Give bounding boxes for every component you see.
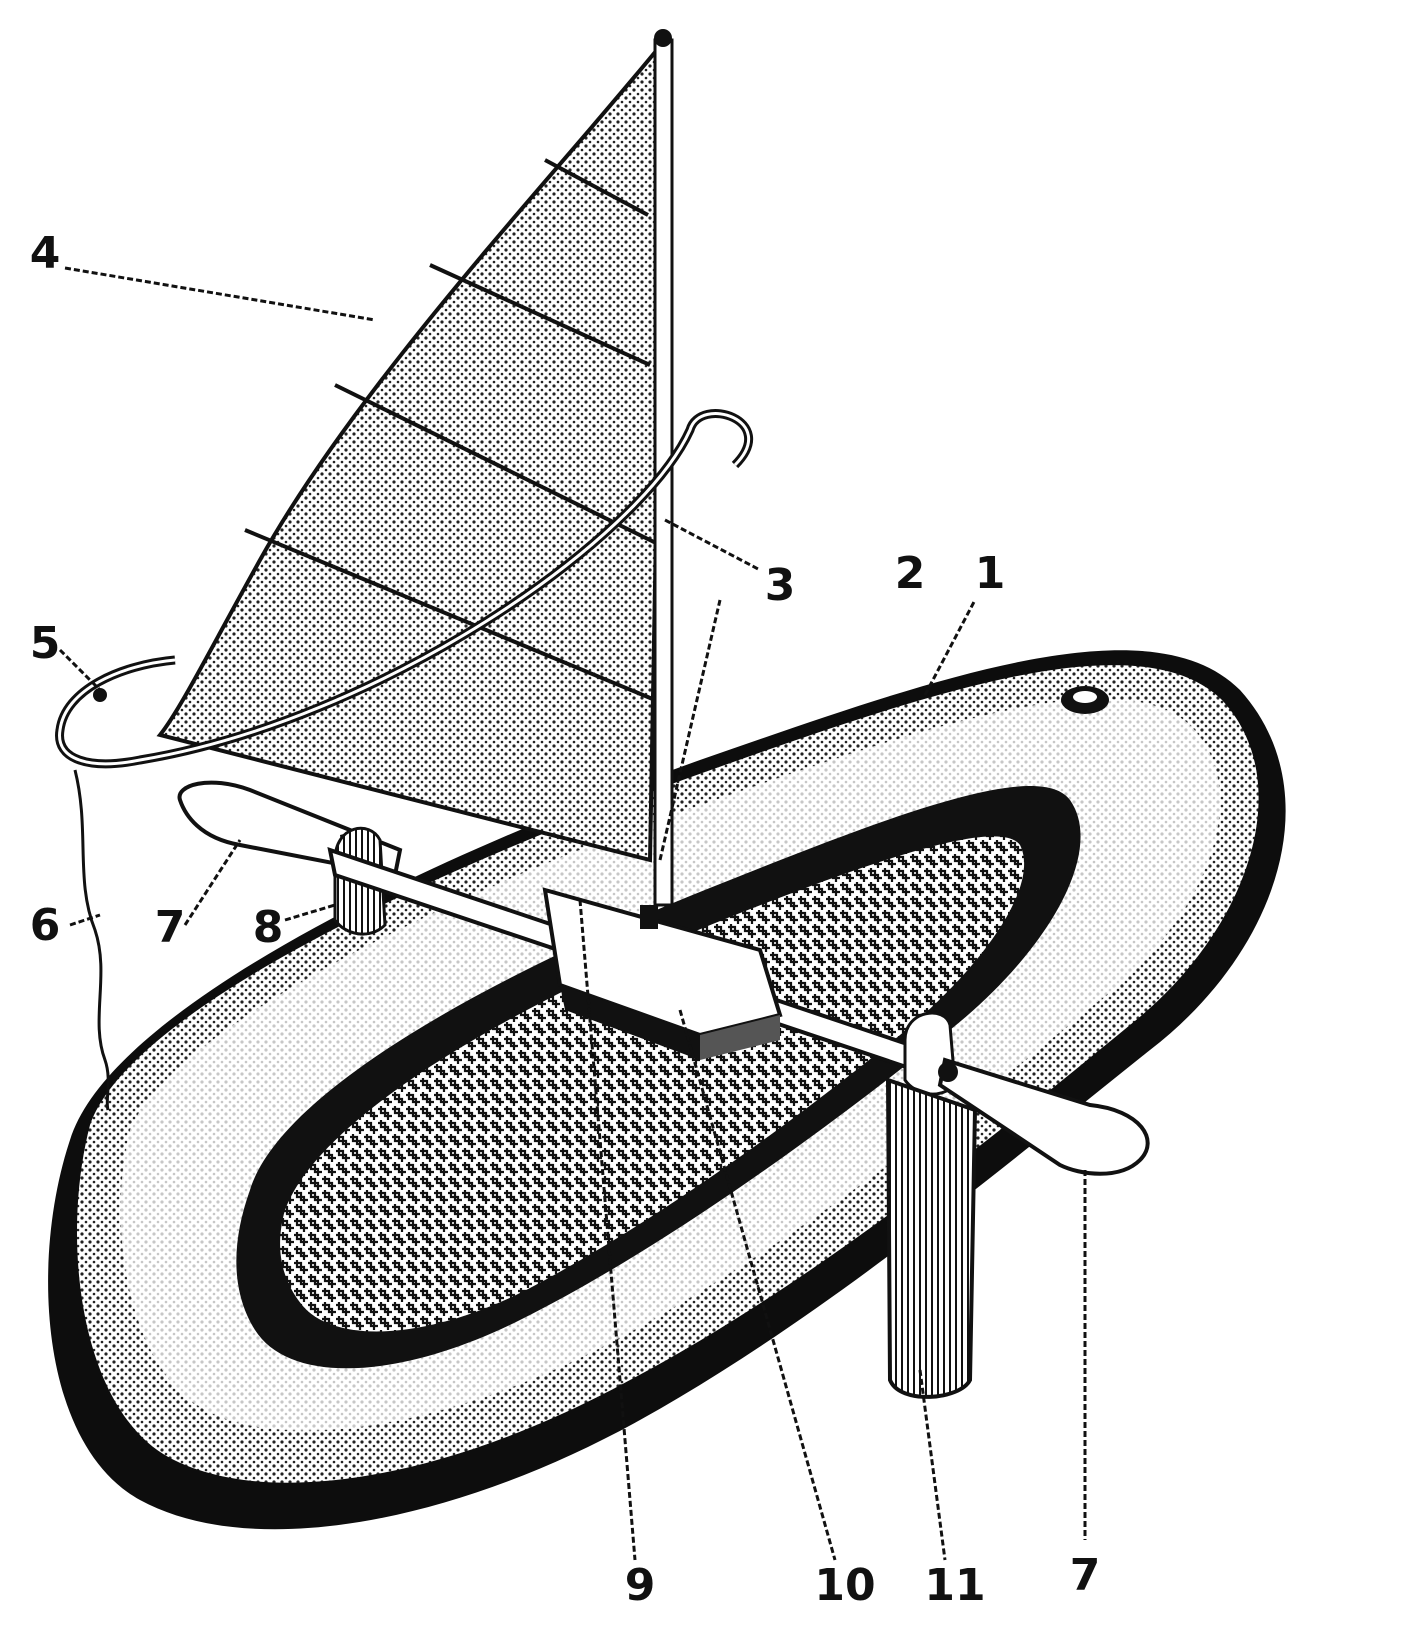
wishbone-boom	[55, 409, 754, 769]
inflatable-boat	[48, 650, 1286, 1530]
callout-2: 2	[895, 548, 926, 599]
callouts: 1 2 3 4 5 6 7 7 8 9 10 11	[30, 228, 1101, 1611]
sail-batten	[244, 528, 656, 702]
mast-socket-icon	[640, 905, 658, 929]
sail	[156, 34, 668, 863]
sail-batten	[334, 383, 661, 547]
callout-8: 8	[253, 902, 284, 953]
right-oar	[937, 1057, 1150, 1176]
leader-lines	[58, 266, 1087, 1561]
callout-5: 5	[30, 618, 61, 669]
callout-11: 11	[924, 1560, 985, 1611]
valve-cap-icon	[1073, 691, 1097, 703]
sail-cloth	[156, 34, 668, 863]
boat-floor	[280, 836, 1025, 1332]
sail-batten	[544, 158, 649, 217]
leeboard	[885, 1077, 978, 1399]
sail-batten	[429, 263, 651, 367]
callout-6: 6	[30, 900, 61, 951]
callout-9: 9	[625, 1560, 656, 1611]
callout-7-right: 7	[1070, 1550, 1101, 1601]
callout-4: 4	[30, 228, 61, 279]
boom-end-fitting-icon	[93, 688, 107, 702]
callout-1: 1	[975, 548, 1006, 599]
mast-step-block	[542, 887, 783, 1060]
callout-10: 10	[814, 1560, 875, 1611]
callout-3: 3	[765, 560, 796, 611]
callout-7-left: 7	[155, 902, 186, 953]
sheet-rope	[73, 769, 110, 1111]
